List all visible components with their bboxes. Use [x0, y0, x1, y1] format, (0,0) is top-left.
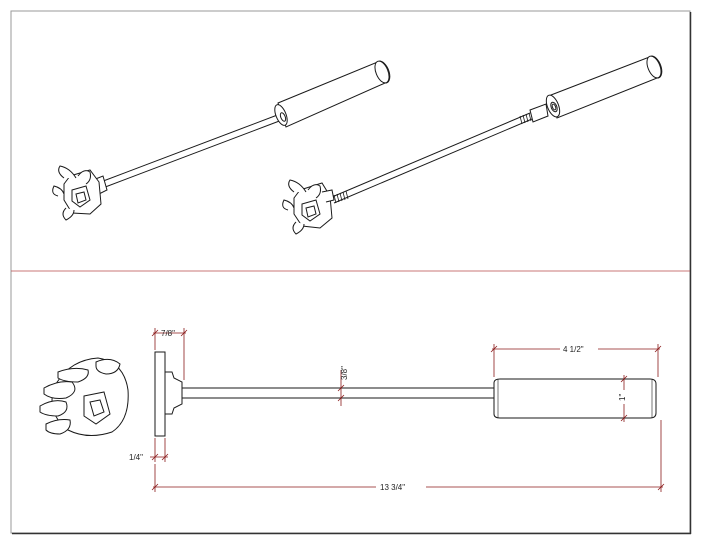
elevation-view [39, 351, 657, 437]
flange-plate [154, 351, 166, 437]
handle [493, 378, 657, 419]
dim-flange-width: 7/8" [161, 329, 175, 338]
isometric-exploded [282, 55, 663, 235]
shaft [181, 387, 495, 399]
dim-overall-length: 13 3/4" [380, 483, 405, 492]
isometric-assembled [52, 60, 391, 221]
hub [164, 371, 183, 415]
dim-rod-diameter: 3/8" [340, 366, 349, 380]
dim-handle-length: 4 1/2" [563, 345, 584, 354]
dim-handle-diameter: 1" [618, 394, 627, 401]
brand-face [39, 357, 129, 436]
dim-flange-thickness: 1/4" [129, 453, 143, 462]
